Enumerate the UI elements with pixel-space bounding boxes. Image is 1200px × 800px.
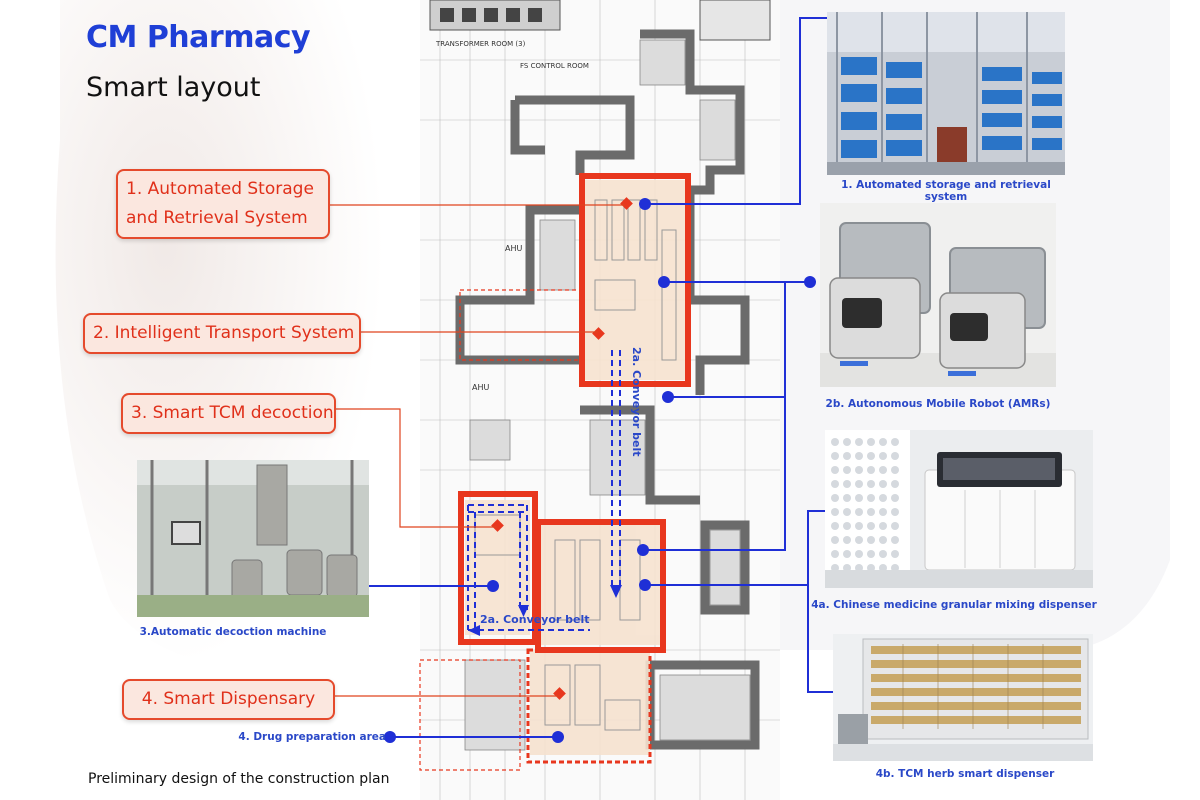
fs-control-label: FS CONTROL ROOM xyxy=(520,62,589,70)
zone-outlines xyxy=(419,173,691,771)
herb-caption: 4b. TCM herb smart dispenser xyxy=(875,768,1055,780)
decoction-photo xyxy=(137,460,369,617)
conveyor-belt-lines xyxy=(467,350,621,631)
conveyor-arrows xyxy=(468,585,622,636)
herb-drawers xyxy=(871,646,1081,724)
granular-caption: 4a. Chinese medicine granular mixing dis… xyxy=(811,599,1097,611)
drug-prep-caption: 4. Drug preparation area xyxy=(238,731,386,743)
amr-caption: 2b. Autonomous Mobile Robot (AMRs) xyxy=(825,398,1051,410)
granular-photo xyxy=(825,430,1093,588)
callout-asrs: 1. Automated Storage and Retrieval Syste… xyxy=(116,169,330,239)
callout-tcm: 3. Smart TCM decoction xyxy=(121,393,336,434)
service-rooms xyxy=(464,39,751,751)
transformer-blocks xyxy=(440,8,542,22)
upper-right-room xyxy=(699,0,771,41)
callout-dispensary: 4. Smart Dispensary xyxy=(122,679,335,720)
herb-photo xyxy=(833,634,1093,761)
transformer-label: TRANSFORMER ROOM (3) xyxy=(435,40,526,48)
callout-leaders xyxy=(328,204,625,697)
callout-transport: 2. Intelligent Transport System xyxy=(83,313,361,354)
conveyor-label-horizontal: 2a. Conveyor belt xyxy=(480,613,590,626)
granular-illustration xyxy=(825,430,1093,588)
footer-note: Preliminary design of the construction p… xyxy=(88,771,390,787)
page-subtitle: Smart layout xyxy=(86,72,261,103)
ahu-label-mid: AHU xyxy=(472,383,489,392)
asrs-photo xyxy=(827,12,1065,175)
asrs-caption: 1. Automated storage and retrieval syste… xyxy=(841,179,1051,203)
amr-photo xyxy=(820,203,1056,387)
page-title: CM Pharmacy xyxy=(86,20,311,55)
asrs-illustration xyxy=(827,12,1065,175)
ahu-label-top: AHU xyxy=(505,244,522,253)
decoction-caption: 3.Automatic decoction machine xyxy=(139,626,327,638)
decoction-illustration xyxy=(137,460,369,617)
conveyor-label-vertical: 2a. Conveyor belt xyxy=(630,347,643,457)
amr-illustration xyxy=(820,203,1056,387)
herb-illustration xyxy=(833,634,1093,761)
